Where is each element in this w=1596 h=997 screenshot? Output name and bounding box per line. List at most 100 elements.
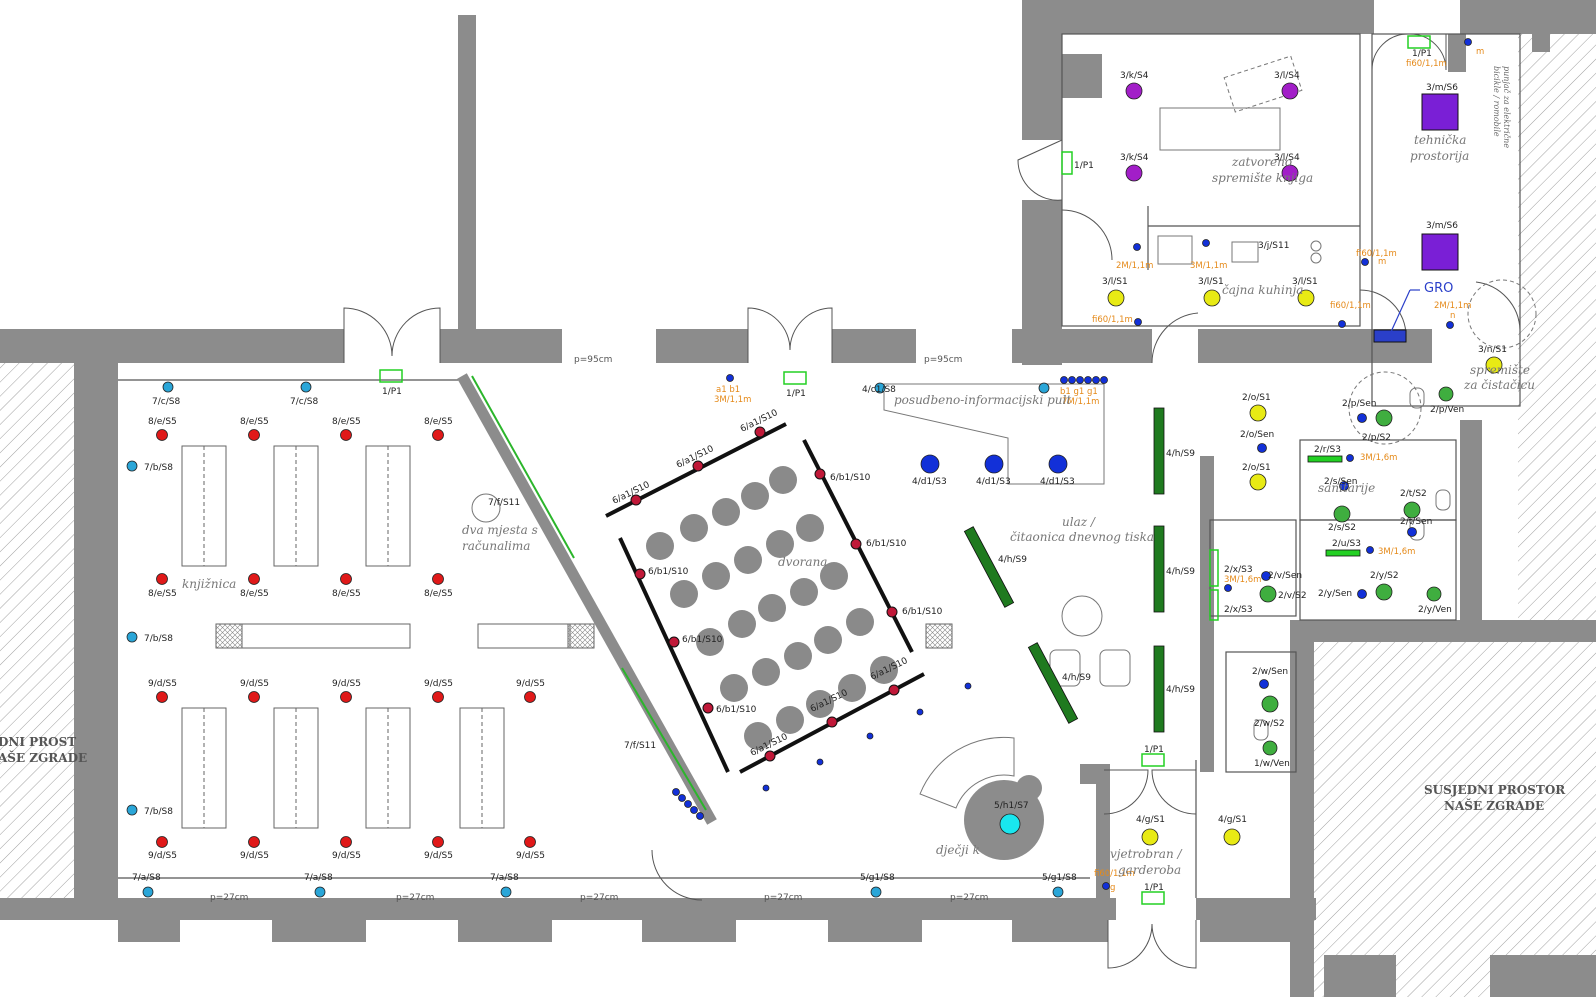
fixture-label: 7/c/S8 (290, 397, 318, 407)
fixture-label: 8/e/S5 (240, 417, 269, 427)
fixture-label: 1/P1 (786, 389, 806, 399)
sensor (1339, 481, 1349, 491)
track-nodes (630, 426, 900, 762)
fixture-label: 8/e/S5 (332, 589, 361, 599)
room-spremiste-1: spremište (1470, 363, 1530, 377)
shelf-end-3 (925, 623, 953, 649)
diagonal-wall (457, 373, 717, 825)
yellow-light (1223, 828, 1241, 846)
cyan-light (126, 804, 138, 816)
shelf-end-1 (215, 623, 243, 649)
fixture-label: 9/d/S5 (332, 851, 361, 861)
socket-marker (1102, 882, 1110, 890)
furniture (471, 55, 1537, 860)
fixture-label: 3/m/S6 (1426, 83, 1458, 93)
fixture-label: 3/l/S4 (1274, 71, 1300, 81)
room-dva-mjesta-1: dva mjesta s (462, 523, 538, 537)
neighbour-left-hatch (0, 362, 76, 898)
socket-marker (1060, 376, 1068, 384)
socket-marker (1464, 38, 1472, 46)
socket-marker (1100, 376, 1108, 384)
neighbour-right-1: SUSJEDNI PROSTOR (1424, 783, 1566, 797)
diagonal-wall-green-2 (621, 667, 707, 811)
fixture-label: 8/e/S5 (240, 589, 269, 599)
green-light (1426, 586, 1442, 602)
window-label-1: p=95cm (574, 355, 612, 365)
fixture-label: 2/o/S1 (1242, 393, 1271, 403)
fixture-label: 4/h/S9 (1166, 567, 1195, 577)
panel-violet-2 (1421, 233, 1459, 271)
fixture-label: 8/e/S5 (148, 417, 177, 427)
fixture-label: 8/e/S5 (424, 589, 453, 599)
neighbour-right-hatch (1314, 640, 1596, 997)
room-zatvoreno-1: zatvoreno (1231, 155, 1292, 169)
green-light (1438, 386, 1454, 402)
socket-marker (1134, 318, 1142, 326)
fixture-label: 9/d/S5 (424, 679, 453, 689)
yellow-light (1249, 404, 1267, 422)
cyan-light (500, 886, 512, 898)
door-arcs (343, 33, 1521, 969)
sensor (1261, 571, 1271, 581)
fixture-label: 2/t/Sen (1400, 517, 1432, 527)
fixture-label: 2/o/S1 (1242, 463, 1271, 473)
auditorium-chairs (646, 466, 898, 750)
socket-annotation: n (1450, 311, 1455, 321)
fixture-label: 4/d1/S3 (976, 477, 1011, 487)
red-light (156, 429, 168, 441)
fixture-label: 4/h/S9 (1166, 449, 1195, 459)
room-tehnicka-1: tehnička (1414, 133, 1466, 147)
socket-marker (1366, 546, 1374, 554)
socket-annotation: 3M/1,6m (1378, 547, 1415, 557)
gro-panel (1373, 329, 1407, 343)
socket-annotation: 3M/1,1m (714, 395, 751, 405)
room-tehnicka-2: prostorija (1410, 149, 1469, 163)
yellow-light (1297, 289, 1315, 307)
window-label-3: p=27cm (210, 893, 248, 903)
room-cajna: čajna kuhinja (1222, 283, 1303, 297)
room-ulaz-1: ulaz / (1062, 515, 1097, 529)
fixture-label: 2/x/S3 (1224, 565, 1253, 575)
fixture-label: 2/u/S3 (1332, 539, 1361, 549)
socket-marker (1346, 454, 1354, 462)
socket-annotation: 3M/1,6m (1224, 575, 1261, 585)
green-strip-lights (963, 407, 1165, 733)
fixture-label: 7/c/S8 (152, 397, 180, 407)
window-label-2: p=95cm (924, 355, 962, 365)
cyan-light (1038, 382, 1050, 394)
fixture-label: 8/e/S5 (148, 589, 177, 599)
fixture-label: 7/b/S8 (144, 634, 173, 644)
room-posudbeno: posudbeno-informacijski pult (894, 393, 1071, 407)
fixture-label: 3/l/S1 (1198, 277, 1224, 287)
fixture-label: 1/w/Ven (1254, 759, 1290, 769)
window-label-5: p=27cm (580, 893, 618, 903)
magenta-light (1281, 82, 1299, 100)
magenta-light (1125, 164, 1143, 182)
yellow-light (1203, 289, 1221, 307)
socket-annotation: b1 g1 g1 (1060, 387, 1098, 397)
socket-marker (1076, 376, 1084, 384)
blue-downlight (816, 758, 824, 766)
diagonal-wall-green (471, 375, 575, 559)
fixture-label: 4/d1/S3 (1040, 477, 1075, 487)
green-light (1333, 505, 1351, 523)
blue-light (984, 454, 1004, 474)
red-light (248, 573, 260, 585)
blue-downlight (964, 682, 972, 690)
room-knjiznica: knjižnica (182, 577, 236, 591)
library-tables (181, 445, 571, 829)
green-light (1261, 695, 1279, 713)
fixture-label: 9/d/S5 (516, 851, 545, 861)
fixture-label: 7/a/S8 (132, 873, 161, 883)
fixture-label: 7/a/S8 (490, 873, 519, 883)
fixture-label: 7/f/S11 (488, 498, 520, 508)
track-label: 6/b1/S10 (866, 539, 907, 549)
partitions (118, 33, 1521, 898)
room-vjetrobran-2: garderoba (1118, 863, 1181, 877)
red-light (432, 691, 444, 703)
cyan-light (314, 886, 326, 898)
fixture-label: 3/n/S1 (1478, 345, 1507, 355)
fixture-label: 5/g1/S8 (1042, 873, 1077, 883)
blue-downlight (866, 732, 874, 740)
